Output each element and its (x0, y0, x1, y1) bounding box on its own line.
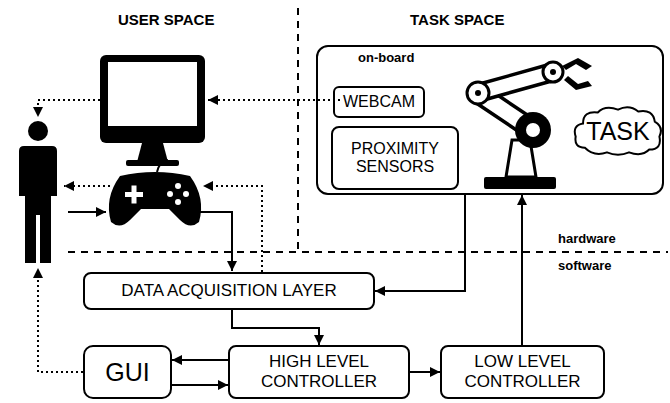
space-label: TASK SPACE (410, 11, 504, 28)
layer-divider (68, 251, 668, 253)
gui-box: GUI (83, 345, 172, 399)
node-text: LOW LEVEL CONTROLLER (442, 352, 603, 391)
connector-arrow (232, 310, 319, 345)
sensor-box: PROXIMITY SENSORS (331, 126, 459, 190)
cloud-shape (575, 107, 661, 154)
sensor-box: WEBCAM (333, 86, 425, 118)
onboard-region: WEBCAM PROXIMITY SENSORS TASK on-board (316, 45, 664, 195)
node-text: on-board (358, 51, 414, 66)
monitor-icon (100, 55, 205, 166)
space-divider (297, 8, 299, 250)
node-text: DATA ACQUISITION LAYER (117, 281, 340, 301)
layer-label: software (558, 258, 611, 273)
node-text: TASK (582, 117, 653, 146)
space-label: USER SPACE (118, 11, 214, 28)
layer-label: hardware (558, 231, 616, 246)
connector-arrow (521, 195, 523, 345)
person-icon (19, 121, 57, 263)
node-text: GUI (101, 358, 153, 387)
controller-box: HIGH LEVEL CONTROLLER (228, 345, 410, 399)
connector-arrow (172, 359, 228, 361)
node-text: PROXIMITY SENSORS (333, 140, 457, 177)
layer-box: DATA ACQUISITION LAYER (83, 272, 375, 310)
controller-box: LOW LEVEL CONTROLLER (440, 345, 605, 399)
node-text: WEBCAM (339, 93, 419, 111)
signal-lines (38, 100, 340, 372)
task-cloud: TASK (572, 105, 664, 157)
gamepad-icon (109, 160, 201, 226)
connector-arrow (375, 195, 465, 291)
robot-arm (467, 58, 592, 189)
node-text: HIGH LEVEL CONTROLLER (230, 352, 408, 391)
connector-arrow (410, 371, 440, 373)
connector-arrow (172, 384, 228, 386)
